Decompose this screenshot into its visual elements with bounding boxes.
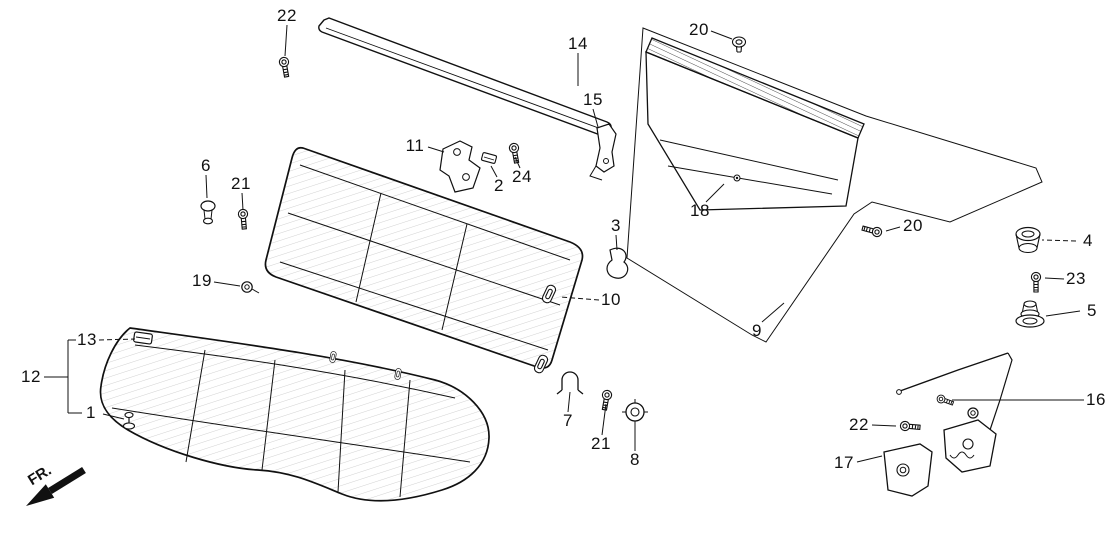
callout-1: 1 — [86, 403, 96, 422]
callout-10: 10 — [601, 290, 621, 309]
part-18-shelf-board — [645, 37, 865, 211]
part-19-clip — [241, 281, 260, 294]
callout-8: 8 — [630, 450, 640, 469]
part-6-grommet — [200, 200, 216, 225]
part-4-cup-nut — [1015, 226, 1041, 254]
part-7-clamp — [556, 371, 584, 395]
callout-2: 2 — [494, 176, 504, 195]
callout-20-upper: 20 — [689, 20, 709, 39]
part-8-grommet — [622, 399, 648, 425]
callout-9: 9 — [752, 321, 762, 340]
callout-12: 12 — [21, 367, 41, 386]
part-15-rail-bracket — [589, 123, 617, 181]
part-20-pin-upper — [731, 36, 747, 53]
callout-14: 14 — [568, 34, 588, 53]
callout-7: 7 — [563, 411, 573, 430]
callout-17: 17 — [834, 453, 854, 472]
callout-3: 3 — [611, 216, 621, 235]
part-17-latch-assembly — [883, 419, 997, 497]
callout-4: 4 — [1083, 231, 1093, 250]
callout-18: 18 — [690, 201, 710, 220]
callout-5: 5 — [1087, 301, 1097, 320]
part-24-bolt — [508, 142, 522, 165]
callout-11: 11 — [405, 136, 425, 155]
part-16-bushing-bolt — [935, 393, 955, 408]
callout-6: 6 — [201, 156, 211, 175]
part-22-bolt-lower — [899, 420, 921, 433]
callout-21-lower: 21 — [591, 434, 611, 453]
part-22-bolt-upper — [278, 56, 292, 79]
part-23-bolt — [1030, 271, 1042, 293]
part-2-clip — [480, 152, 498, 164]
part-21-bolt-lower — [599, 389, 613, 412]
part-21-bolt-left — [237, 208, 250, 230]
callout-20-right: 20 — [903, 216, 923, 235]
leader-lines — [44, 24, 1084, 463]
part-20-bolt-right — [860, 223, 884, 239]
callout-23: 23 — [1066, 269, 1086, 288]
callout-21-left: 21 — [231, 174, 251, 193]
part-12-seat-bottom-cushion — [99, 327, 490, 502]
callout-22-lower: 22 — [849, 415, 869, 434]
fr-arrow-icon — [26, 467, 86, 506]
part-1-clip — [122, 411, 136, 430]
part-13-bracket — [133, 331, 153, 345]
part-11-hinge-bracket — [439, 140, 481, 193]
callout-13: 13 — [77, 330, 97, 349]
part-3-clip — [606, 247, 629, 279]
part-16-latch-rod — [896, 352, 1013, 431]
part-5-bushing — [1015, 300, 1045, 328]
callout-24: 24 — [512, 167, 532, 186]
callout-15: 15 — [583, 90, 603, 109]
callout-22-top: 22 — [277, 6, 297, 25]
callout-19: 19 — [192, 271, 212, 290]
callout-16: 16 — [1086, 390, 1106, 409]
part-9-shelf-trim-outline — [626, 27, 1043, 343]
part-10-seat-back-cushion — [264, 146, 584, 369]
